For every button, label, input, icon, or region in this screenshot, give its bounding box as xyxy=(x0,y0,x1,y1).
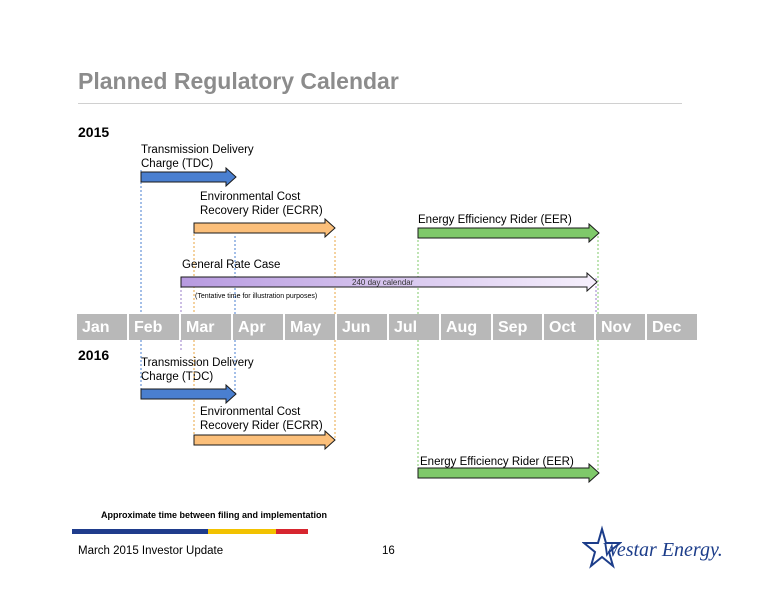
ecrr-2016-arrow xyxy=(193,429,336,451)
grc-2015-label: General Rate Case xyxy=(182,259,281,271)
tdc-2016-arrow xyxy=(140,383,237,405)
month-feb: Feb xyxy=(129,314,181,340)
grc-2015-arrow xyxy=(180,271,598,293)
month-sep: Sep xyxy=(493,314,544,340)
month-jan: Jan xyxy=(77,314,129,340)
tdc-2015-label-line2: Charge (TDC) xyxy=(141,158,214,170)
logo-wordmark: Westar Energy. xyxy=(602,539,723,561)
month-mar: Mar xyxy=(181,314,233,340)
month-jul: Jul xyxy=(389,314,441,340)
ecrr-2016-label-line2: Recovery Rider (ECRR) xyxy=(200,420,323,432)
month-oct: Oct xyxy=(544,314,596,340)
star-icon xyxy=(582,525,622,569)
westar-logo: Westar Energy. xyxy=(582,525,723,570)
ecrr-2015-arrow xyxy=(193,217,336,239)
legend-segment-yellow xyxy=(208,529,276,534)
page-number: 16 xyxy=(382,545,395,557)
ecrr-2015-label-line2: Recovery Rider (ECRR) xyxy=(200,205,323,217)
legend-segment-blue xyxy=(72,529,208,534)
tdc-2016-label-line1: Transmission Delivery xyxy=(141,357,254,369)
month-dec: Dec xyxy=(647,314,697,340)
grc-2015-note: (Tentative time for illustration purpose… xyxy=(195,293,318,300)
month-may: May xyxy=(285,314,337,340)
legend-text: Approximate time between filing and impl… xyxy=(101,510,328,520)
tdc-2016-label-line2: Charge (TDC) xyxy=(141,371,214,383)
month-jun: Jun xyxy=(337,314,389,340)
eer-2016-label: Energy Efficiency Rider (EER) xyxy=(420,456,574,468)
ecrr-2016-label-line1: Environmental Cost xyxy=(200,406,301,418)
year-2015-label: 2015 xyxy=(78,124,110,140)
month-apr: Apr xyxy=(233,314,285,340)
month-aug: Aug xyxy=(441,314,493,340)
page-title: Planned Regulatory Calendar xyxy=(78,68,399,94)
tdc-2015-label-line1: Transmission Delivery xyxy=(141,144,254,156)
legend-segment-red xyxy=(276,529,308,534)
grc-2015-bar-text: 240 day calendar xyxy=(352,278,414,287)
year-2016-label: 2016 xyxy=(78,347,110,363)
footer-text: March 2015 Investor Update xyxy=(78,545,224,557)
month-nov: Nov xyxy=(596,314,647,340)
ecrr-2015-label-line1: Environmental Cost xyxy=(200,191,301,203)
tdc-2015-arrow xyxy=(140,166,237,188)
eer-2015-arrow xyxy=(417,222,600,244)
eer-2015-label: Energy Efficiency Rider (EER) xyxy=(418,214,572,226)
title-divider xyxy=(78,103,682,104)
legend-bar xyxy=(72,529,308,534)
month-bar: Jan Feb Mar Apr May Jun Jul Aug Sep Oct … xyxy=(77,314,697,340)
eer-2016-arrow xyxy=(417,462,600,484)
